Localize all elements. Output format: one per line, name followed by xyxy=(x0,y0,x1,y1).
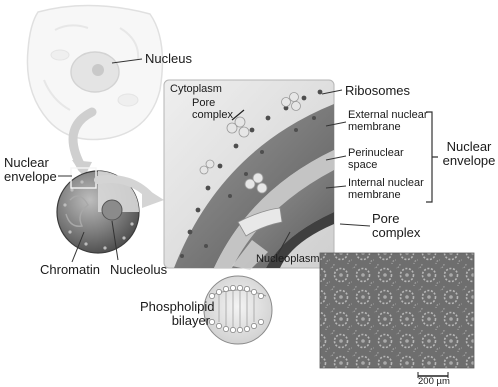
scale-bar-label: 200 µm xyxy=(418,377,450,387)
cell-outline xyxy=(27,5,162,139)
internal-nuclear-membrane-label: Internal nuclear membrane xyxy=(348,178,428,201)
phospholipid-bilayer-label: Phospholipid bilayer xyxy=(140,300,210,327)
nuclear-envelope-right-label: Nuclear envelope xyxy=(441,140,497,167)
nucleolus-label: Nucleolus xyxy=(110,263,167,277)
external-nuclear-membrane-label: External nuclear membrane xyxy=(348,110,428,133)
pore-complex-micrograph-label: Pore complex xyxy=(372,212,422,239)
cytoplasm-label: Cytoplasm xyxy=(170,84,222,96)
electron-micrograph xyxy=(320,253,474,368)
nucleoplasm-label: Nucleoplasm xyxy=(256,254,320,266)
nuclear-envelope-left-label: Nuclear envelope xyxy=(4,156,60,183)
nucleus-label: Nucleus xyxy=(145,52,192,66)
arrow-sphere-to-panel-head xyxy=(142,186,164,208)
membrane-panel xyxy=(164,80,334,268)
chromatin-label: Chromatin xyxy=(40,263,100,277)
pore-complex-micrograph-leader xyxy=(340,224,370,226)
perinuclear-space-label: Perinuclear space xyxy=(348,148,418,171)
ribosomes-label: Ribosomes xyxy=(345,84,410,98)
pore-complex-top-label: Pore complex xyxy=(192,98,236,121)
